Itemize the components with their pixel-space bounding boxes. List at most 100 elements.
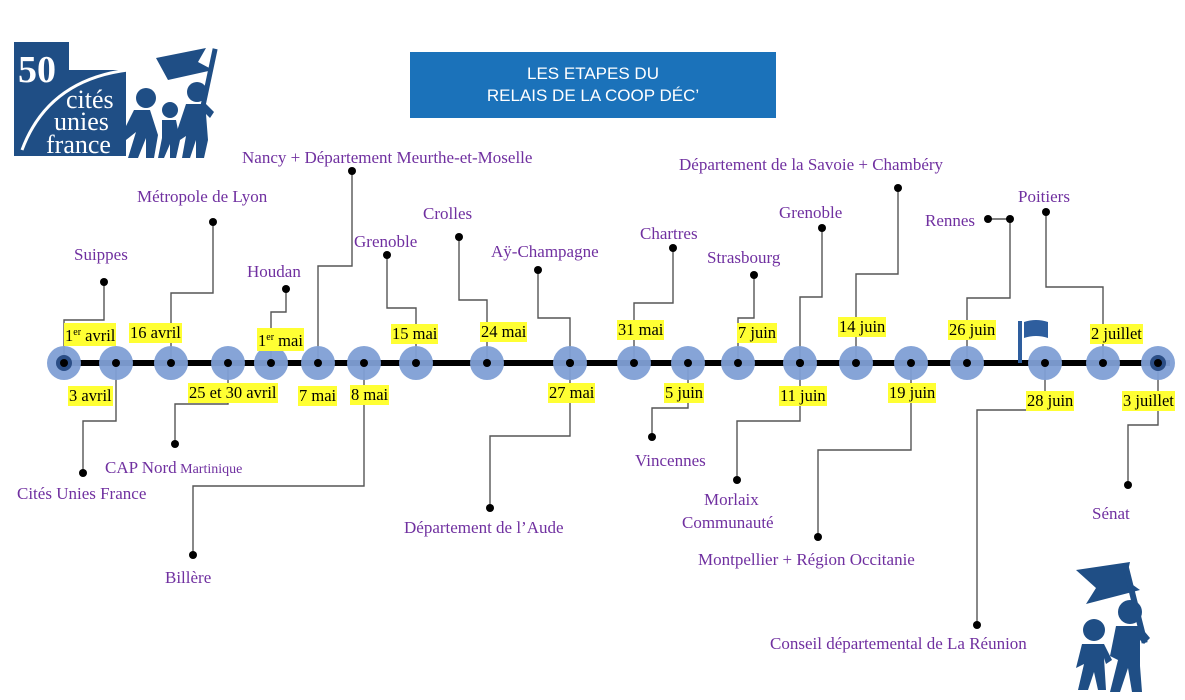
place-label: Montpellier + Région Occitanie xyxy=(698,550,915,569)
page-title: LES ETAPES DU RELAIS DE LA COOP DÉC’ xyxy=(410,52,776,118)
place-label: Strasbourg xyxy=(707,248,781,267)
date-label: 11 juin xyxy=(779,386,827,406)
place-dot xyxy=(1124,481,1132,489)
title-line-1: LES ETAPES DU xyxy=(527,64,659,83)
date-label: 15 mai xyxy=(391,324,439,344)
place-label: Grenoble xyxy=(779,203,843,222)
node-dot xyxy=(483,359,491,367)
date-label: 7 juin xyxy=(737,323,778,343)
place-dot xyxy=(455,233,463,241)
node-dot xyxy=(314,359,322,367)
date-label: 7 mai xyxy=(298,386,338,406)
place-dot xyxy=(171,440,179,448)
place-label: Nancy + Département Meurthe-et-Moselle xyxy=(242,148,533,167)
node-dot xyxy=(267,359,275,367)
node-dot xyxy=(566,359,574,367)
place-dot xyxy=(534,266,542,274)
place-dot xyxy=(348,167,356,175)
node-dot xyxy=(167,359,175,367)
place-dot xyxy=(984,215,992,223)
node-dot xyxy=(112,359,120,367)
date-label: 19 juin xyxy=(888,383,937,403)
connector-line xyxy=(82,363,117,473)
date-label: 2 juillet xyxy=(1090,324,1143,344)
node-dot xyxy=(684,359,692,367)
place-label: CAP Nord Martinique xyxy=(105,458,243,477)
date-label: 31 mai xyxy=(617,320,665,340)
connector-line xyxy=(317,171,353,363)
node-dot xyxy=(360,359,368,367)
date-label: 1er avril xyxy=(64,323,117,346)
connector-line xyxy=(976,363,1046,625)
node-dot xyxy=(60,359,68,367)
logo-line2: unies xyxy=(54,107,109,136)
connector-line xyxy=(817,363,912,537)
date-label: 3 avril xyxy=(68,386,113,406)
date-label: 28 juin xyxy=(1026,391,1075,411)
connector-line xyxy=(192,363,365,555)
place-dot xyxy=(1006,215,1014,223)
place-label: Suippes xyxy=(74,245,128,264)
place-dot xyxy=(100,278,108,286)
place-label: Département de la Savoie + Chambéry xyxy=(679,155,944,174)
place-label: Aÿ-Champagne xyxy=(491,242,599,261)
date-label: 25 et 30 avril xyxy=(188,383,278,403)
place-label: Crolles xyxy=(423,204,473,223)
place-label: Vincennes xyxy=(635,451,706,470)
place-dot xyxy=(750,271,758,279)
date-label: 16 avril xyxy=(129,323,182,343)
node-dot xyxy=(963,359,971,367)
logo-number: 50 xyxy=(18,49,56,91)
flag-icon xyxy=(1018,320,1048,363)
place-label: Grenoble xyxy=(354,232,418,251)
node-dot xyxy=(412,359,420,367)
node-dot xyxy=(1154,359,1162,367)
place-dot xyxy=(669,244,677,252)
place-label: Cités Unies France xyxy=(17,484,147,503)
connector-line xyxy=(633,248,674,363)
node-dot xyxy=(1041,359,1049,367)
logo-line3: france xyxy=(46,130,111,159)
node-dot xyxy=(907,359,915,367)
date-label: 3 juillet xyxy=(1122,391,1175,411)
connector-line xyxy=(736,363,801,480)
people-with-flag-icon xyxy=(1076,562,1150,692)
place-dot xyxy=(1042,208,1050,216)
place-dot xyxy=(733,476,741,484)
node-dot xyxy=(852,359,860,367)
place-dot xyxy=(383,251,391,259)
place-label: Morlaix xyxy=(704,490,759,509)
connector-line xyxy=(537,270,571,363)
place-dot xyxy=(209,218,217,226)
place-dot xyxy=(973,621,981,629)
place-label: Rennes xyxy=(925,211,976,230)
place-label: Chartres xyxy=(640,224,698,243)
node-dot xyxy=(1099,359,1107,367)
date-label: 24 mai xyxy=(480,322,528,342)
place-label: Billère xyxy=(165,568,212,587)
cites-unies-france-logo: 50 cités unies france xyxy=(14,42,218,159)
date-label: 8 mai xyxy=(350,385,390,405)
place-label: Sénat xyxy=(1092,504,1130,523)
node-dot xyxy=(734,359,742,367)
connector-line xyxy=(1127,363,1159,485)
node-dot xyxy=(630,359,638,367)
place-dot xyxy=(818,224,826,232)
place-dot xyxy=(282,285,290,293)
node-dot xyxy=(224,359,232,367)
place-dot xyxy=(189,551,197,559)
place-dot xyxy=(79,469,87,477)
connector-line xyxy=(458,237,488,363)
title-line-2: RELAIS DE LA COOP DÉC’ xyxy=(486,86,700,105)
place-label: Métropole de Lyon xyxy=(137,187,268,206)
place-label: Département de l’Aude xyxy=(404,518,564,537)
connector-line xyxy=(799,228,823,363)
node-dot xyxy=(796,359,804,367)
date-label: 14 juin xyxy=(838,317,887,337)
people-with-flag-icon xyxy=(122,48,218,158)
date-label: 5 juin xyxy=(664,383,705,403)
place-label: Poitiers xyxy=(1018,187,1070,206)
place-label: Conseil départemental de La Réunion xyxy=(770,634,1027,653)
